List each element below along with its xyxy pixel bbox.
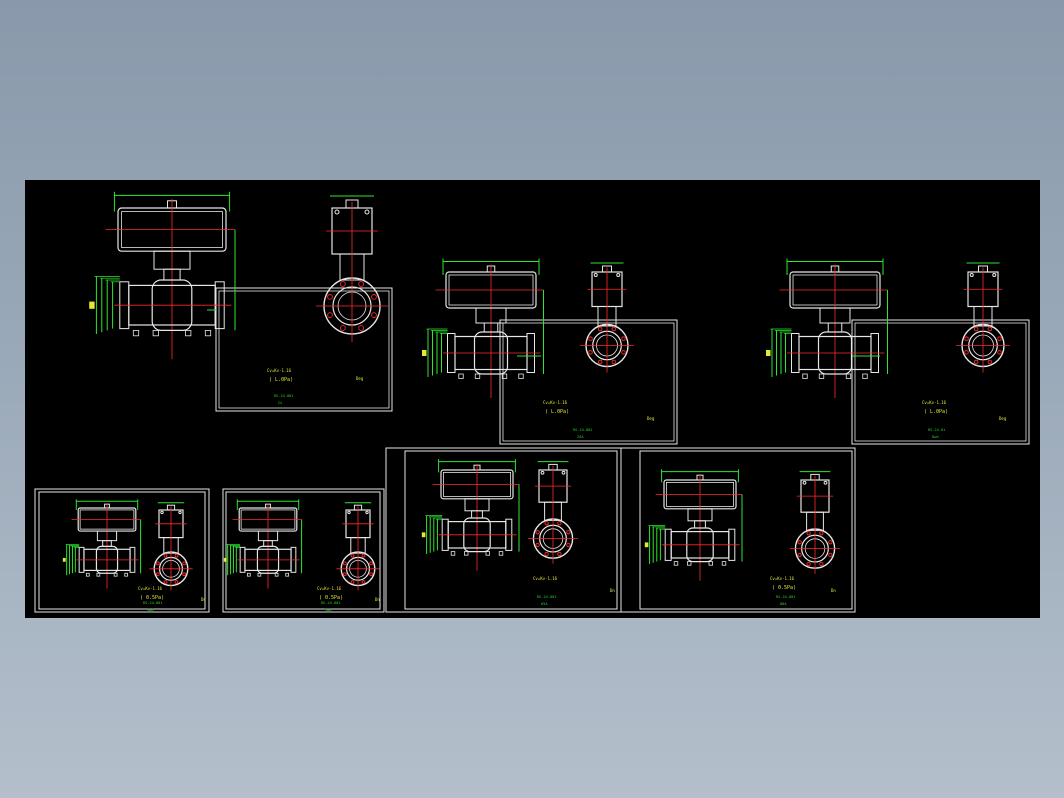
sheet-unit: Dn <box>201 597 206 602</box>
sheet-code: RS-24-001 <box>573 428 592 432</box>
sheet-code: RS-24-001 <box>537 595 556 599</box>
sheet-note: Cv=Kv·1.16 <box>922 400 947 405</box>
connector-lines <box>207 309 880 357</box>
sheet-code: RS-24-001 <box>143 601 162 605</box>
sheet-code: RS-24-001 <box>274 394 293 398</box>
sheet-note: Cv=Kv·1.16 <box>543 400 568 405</box>
sheet-pressure-note: ( 0.5Pa) <box>319 595 343 601</box>
sheet-pressure-note: ( L.0Pa) <box>924 409 948 415</box>
sheet-size: 25A <box>577 435 584 439</box>
sheet-note: Cv=Kv·1.16 <box>317 586 342 591</box>
sheet-unit: Deg <box>999 416 1007 421</box>
sheet-code: RS-24-001 <box>776 595 795 599</box>
sheet-note: Cv=Kv·1.16 <box>533 576 558 581</box>
sheet-unit: Deg <box>647 416 655 421</box>
sheet-unit: Dn <box>831 588 836 593</box>
sheet-code: RS-24-01 <box>928 428 945 432</box>
sheet-size: Cv <box>278 401 282 405</box>
sheet-pressure-note: ( L.0Pa) <box>269 377 293 383</box>
sheet-size: 65A <box>541 602 548 606</box>
sheet-unit: Dn <box>375 597 380 602</box>
sheet-pressure-note: ( 0.5Pa) <box>140 595 164 601</box>
sheet-size: 50A <box>325 608 332 612</box>
sheet-size: 40A <box>147 608 154 612</box>
sheet-pressure-note: ( 0.5Pa) <box>772 585 796 591</box>
sheet-note: Cv=Kv·1.16 <box>267 368 292 373</box>
sheet-note: Cv=Kv·1.16 <box>138 586 163 591</box>
sheet-size: Dwd <box>932 435 939 439</box>
sheet-note: Cv=Kv·1.16 <box>770 576 795 581</box>
sheet-pressure-note: ( L.0Pa) <box>545 409 569 415</box>
sheet-unit: Dn <box>610 588 615 593</box>
sheet-size: 80A <box>780 602 787 606</box>
sheet-code: RS-24-001 <box>321 601 340 605</box>
sheet-unit: Deg <box>356 376 364 381</box>
